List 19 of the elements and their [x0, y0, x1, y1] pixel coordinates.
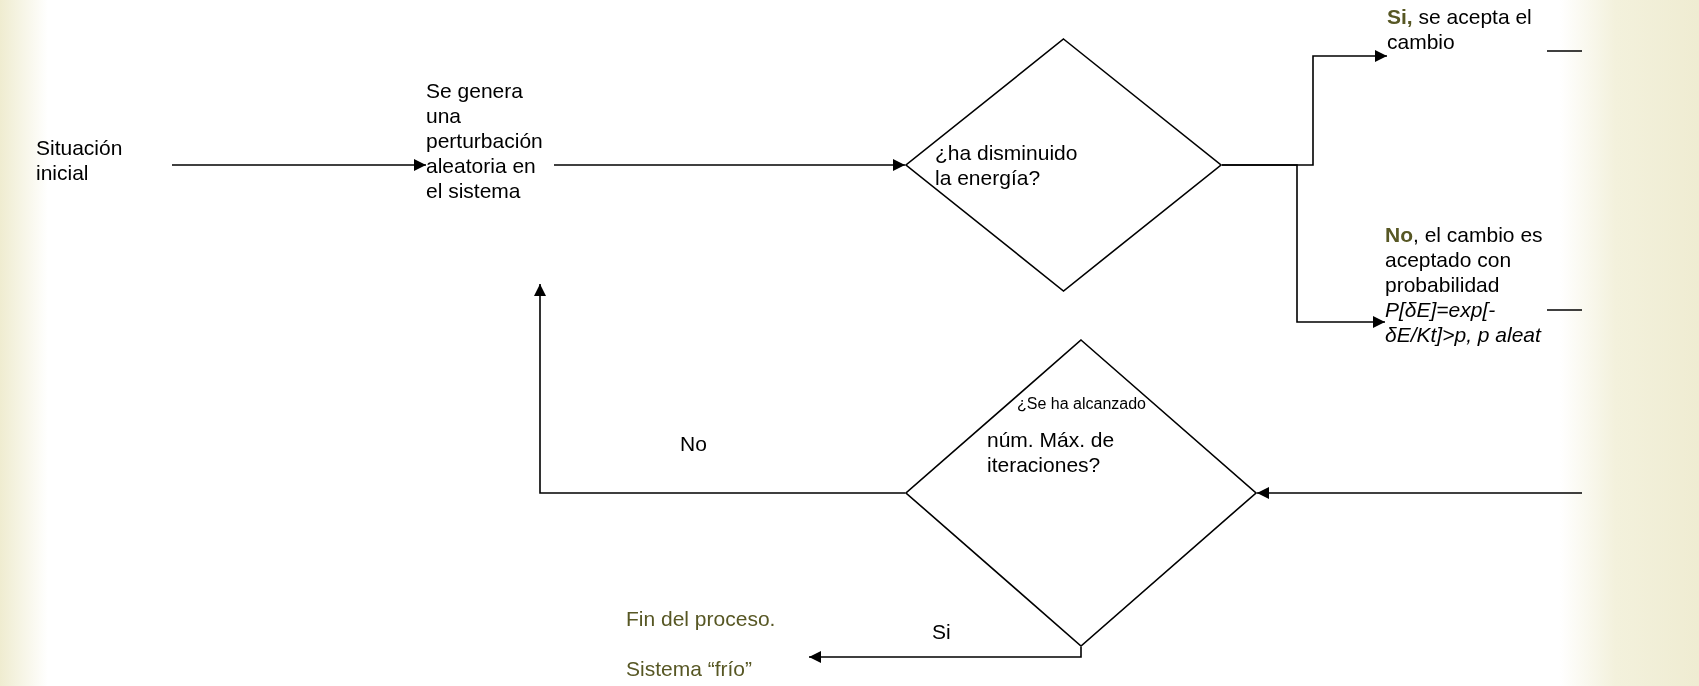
connector-line — [1546, 309, 1583, 311]
arrow — [534, 283, 906, 494]
step-text: Se genera una perturbación aleatoria en el sistema — [426, 78, 554, 284]
arrow — [171, 159, 427, 171]
connector-line — [1546, 50, 1583, 52]
question-text: ¿ha disminuido la energía? — [935, 140, 1079, 190]
arrow — [553, 159, 906, 171]
decision-diamond — [905, 339, 1257, 647]
arrow — [1256, 487, 1583, 499]
arrow — [1221, 164, 1386, 328]
result-text: Fin del proceso. — [626, 606, 776, 631]
step-text: Si, se acepta el cambio — [1387, 4, 1547, 64]
step-text: Situación inicial — [36, 135, 172, 195]
question-text: núm. Máx. de iteraciones? — [987, 427, 1116, 477]
question-text: ¿Se ha alcanzado — [1017, 394, 1147, 414]
step-text: No, el cambio es aceptado con probabilidad P[δE]=exp[-δE/Kt]>p, p aleat — [1385, 222, 1547, 377]
result-text: Sistema “frío” — [626, 656, 753, 681]
decision-diamond — [905, 38, 1222, 292]
arrow — [808, 646, 1082, 663]
